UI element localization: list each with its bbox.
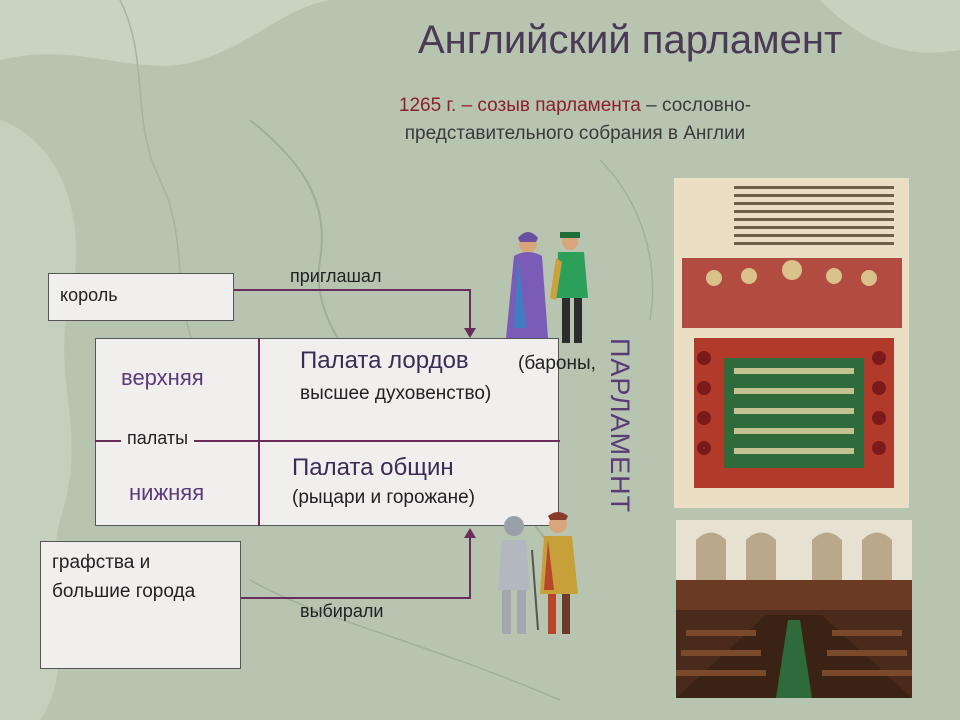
subtitle: 1265 г. – созыв парламента – сословно-пр… <box>340 92 810 148</box>
upper-chamber-label: верхняя <box>121 365 204 390</box>
page-title: Английский парламент <box>418 18 843 62</box>
parliament-hall-photo <box>676 520 912 698</box>
elected-label: выбирали <box>300 601 384 621</box>
house-of-commons-title: Палата общин <box>292 454 454 481</box>
subtitle-rest: – сословно-представительного собрания в … <box>404 95 752 144</box>
counties-label: графства и большие города <box>52 552 196 602</box>
chambers-label: палаты <box>121 428 195 449</box>
house-of-lords-members: высшее духовенство) <box>300 383 492 404</box>
medieval-manuscript-image <box>674 178 909 508</box>
subtitle-lead: 1265 г. – созыв парламента <box>398 95 641 116</box>
king-box <box>48 273 234 321</box>
counties-box <box>40 541 241 669</box>
king-label: король <box>60 285 118 305</box>
knight-townsman-illustration <box>498 512 578 634</box>
invited-label: приглашал <box>290 266 382 286</box>
nobles-illustration <box>506 232 588 343</box>
parliament-vertical-label: ПАРЛАМЕНТ <box>605 338 635 514</box>
house-of-lords-members-start: (бароны, <box>518 353 596 374</box>
house-of-lords-title: Палата лордов <box>300 347 469 374</box>
lower-chamber-label: нижняя <box>129 480 205 505</box>
house-of-commons-members: (рыцари и горожане) <box>292 487 476 508</box>
